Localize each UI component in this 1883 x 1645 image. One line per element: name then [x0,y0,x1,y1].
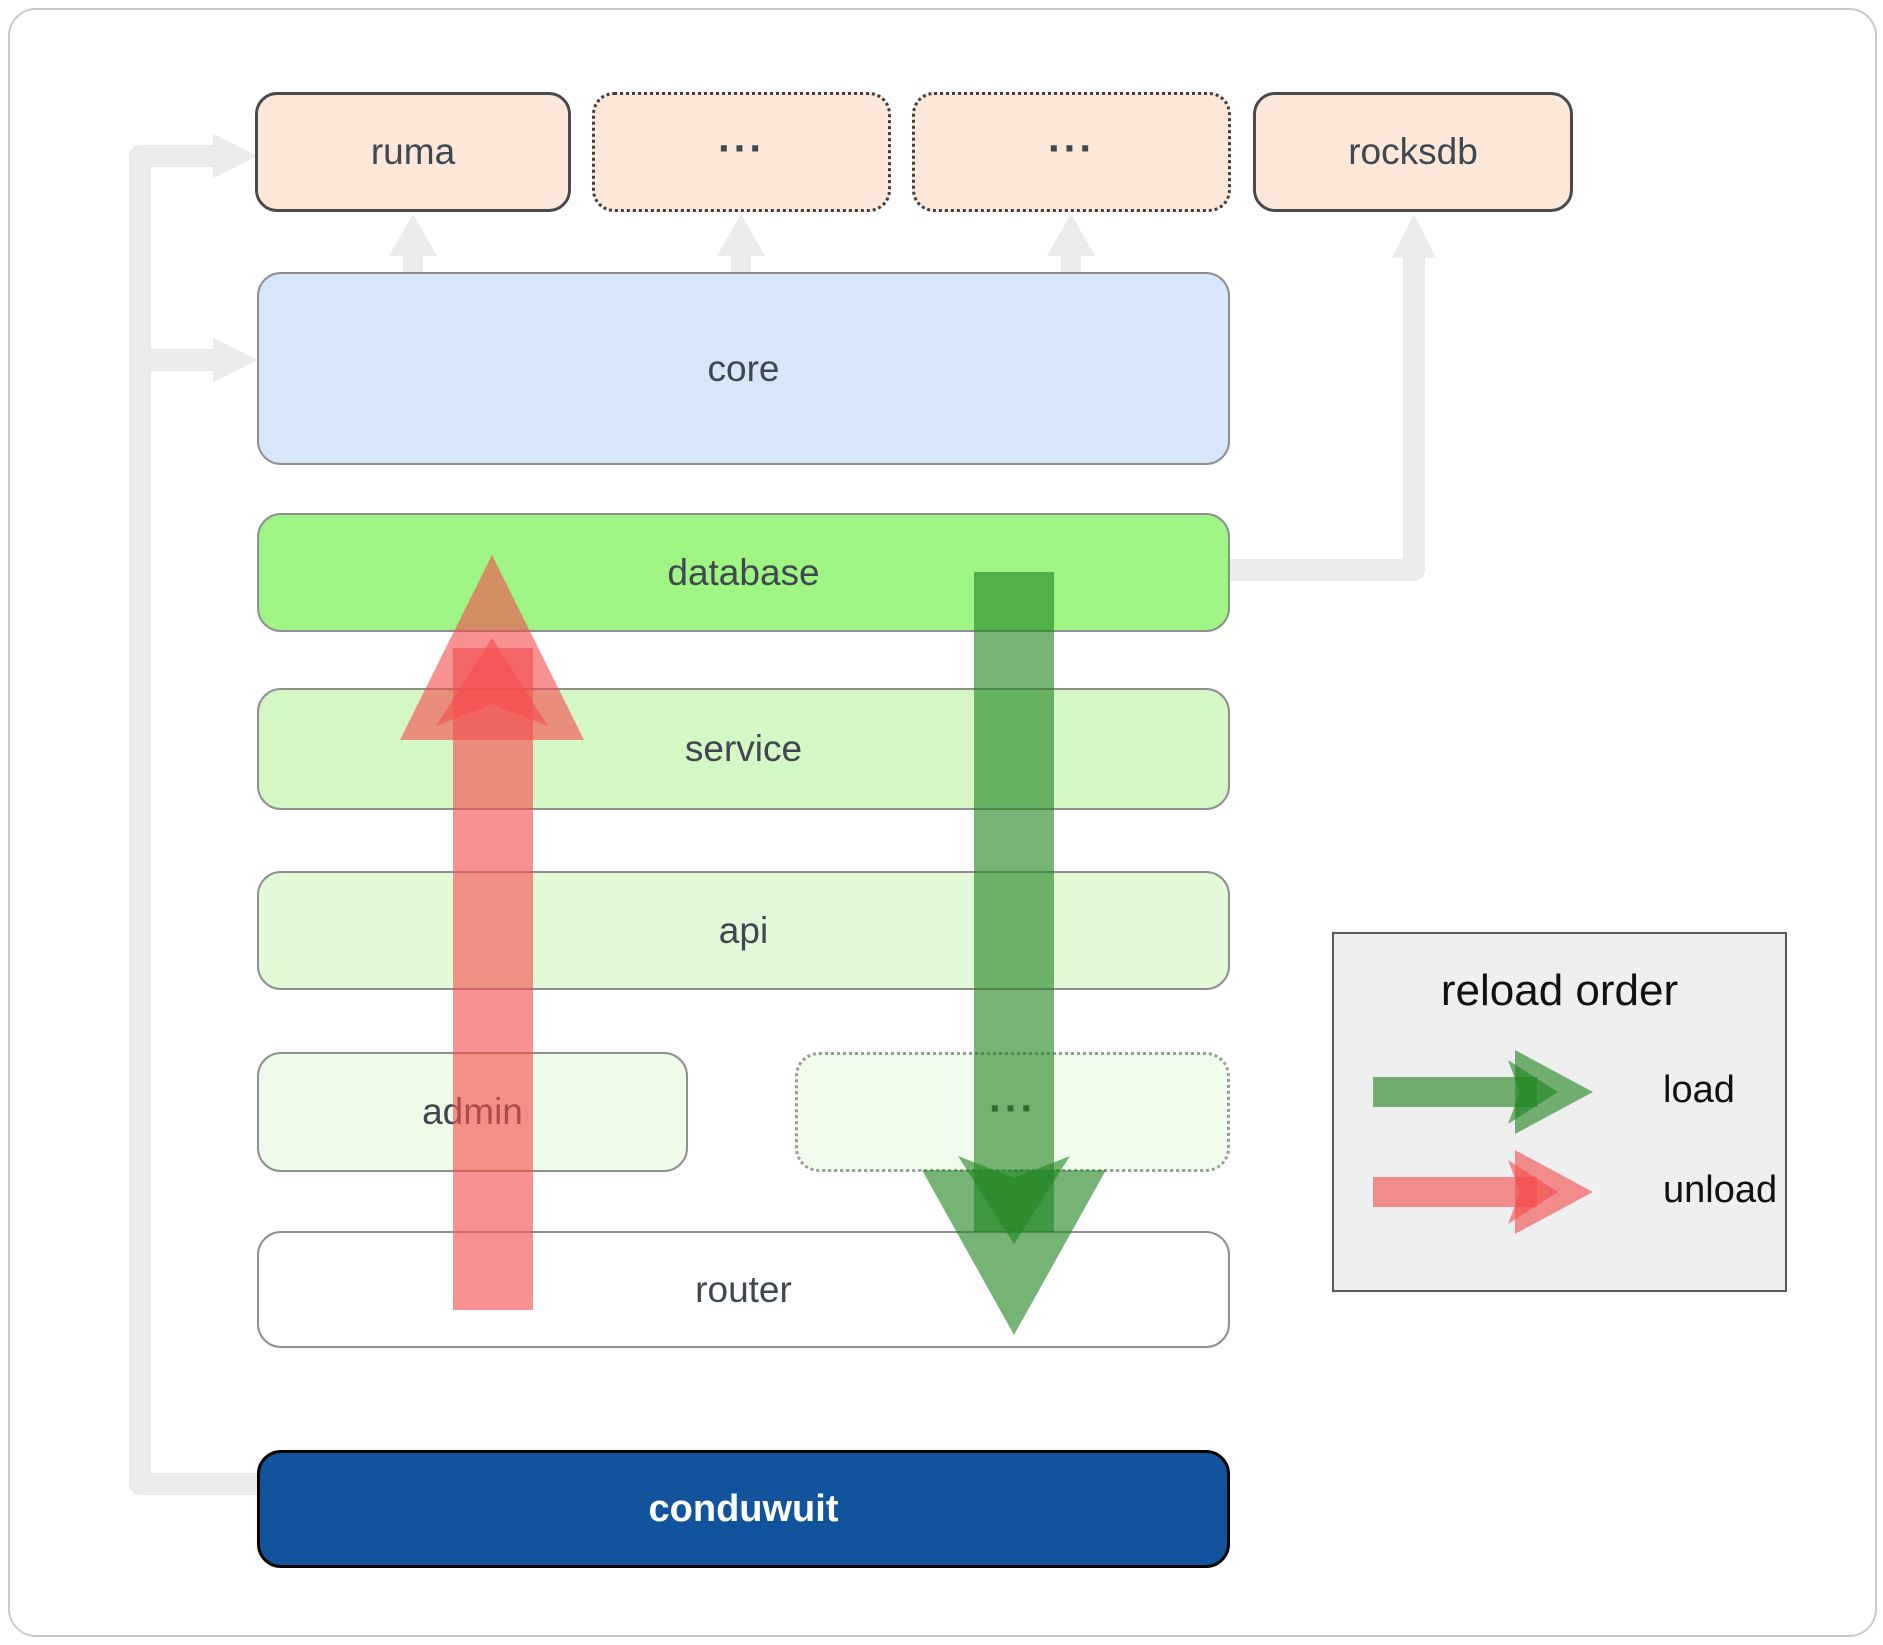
dependency-connectors [129,134,1436,1495]
box-ellipsis-top-2-label: ... [1047,113,1095,161]
box-rocksdb-label: rocksdb [1348,131,1478,172]
box-admin: admin [257,1052,688,1172]
rocksdb-dependency-line [1230,258,1425,581]
box-admin-label: admin [422,1091,523,1132]
box-router-label: router [695,1268,792,1310]
box-ruma-label: ruma [370,131,456,172]
box-service-label: service [684,728,803,769]
box-rocksdb: rocksdb [1253,92,1573,212]
box-core-label: core [707,347,780,389]
box-ellipsis-top-1-label: ... [717,113,765,161]
box-service: service [257,688,1230,810]
box-router: router [257,1231,1230,1348]
box-database: database [257,513,1230,632]
legend-title: reload order [1440,966,1679,1015]
box-api: api [257,871,1230,990]
box-core: core [257,272,1230,465]
box-ellipsis-top-2: ... [912,92,1231,212]
arrowhead-into-rocksdb [1392,214,1436,258]
legend-reload-order: reload order [1332,932,1787,1292]
box-ellipsis-top-1: ... [592,92,891,212]
box-conduwuit-label: conduwuit [648,1487,839,1530]
box-ruma: ruma [255,92,571,212]
legend-load-label: load [1663,1069,1735,1111]
core-to-ruma-arrow [389,214,437,274]
core-to-ellipsis2-arrow [1047,214,1095,274]
box-ellipsis-mid-label: ... [988,1073,1036,1121]
arrowhead-into-ruma [213,134,257,178]
arrowhead-into-core [213,338,257,382]
legend-unload-label: unload [1663,1169,1778,1211]
diagram-canvas: ruma ... ... rocksdb core database servi… [8,8,1877,1637]
reload-arrows [400,555,1593,1335]
box-ellipsis-mid: ... [795,1052,1230,1172]
conduwuit-dependency-line [129,145,257,1495]
box-api-label: api [718,909,769,951]
box-conduwuit: conduwuit [257,1450,1230,1568]
core-to-ellipsis1-arrow [717,214,765,274]
box-database-label: database [667,551,820,593]
